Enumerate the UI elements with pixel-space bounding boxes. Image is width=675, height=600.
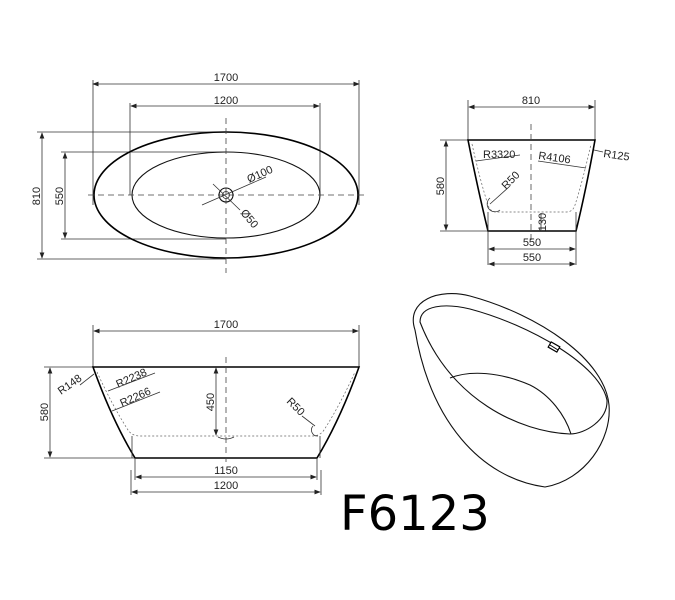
front-radius-rim-label: R148 xyxy=(56,373,84,398)
top-view: 1700 1200 810 550 Ø100 Ø50 xyxy=(31,72,365,273)
top-length-label: 1700 xyxy=(214,72,238,84)
drain-inner-label: Ø50 xyxy=(238,207,261,231)
radius-left-label: R3320 xyxy=(483,149,515,161)
top-width-label: 810 xyxy=(31,187,43,205)
front-height-label: 580 xyxy=(39,403,51,421)
side-width-label: 810 xyxy=(522,95,540,107)
side-view: 810 580 R3320 R4106 R125 R50 130 550 550 xyxy=(435,95,631,267)
base-width-outer-label: 550 xyxy=(523,252,541,264)
radius-bottom-label: R50 xyxy=(500,169,523,192)
inner-depth-label: 450 xyxy=(205,393,217,411)
tub-perspective-outer xyxy=(412,293,610,488)
radius-right-label: R4106 xyxy=(538,150,572,166)
front-length-label: 1700 xyxy=(214,319,238,331)
base-outer-label: 1200 xyxy=(214,480,238,492)
perspective-view xyxy=(412,293,610,488)
front-radius-bottom-label: R50 xyxy=(284,396,307,419)
top-inner-length-label: 1200 xyxy=(214,95,238,107)
top-inner-width-label: 550 xyxy=(54,187,66,205)
drain-outer-label: Ø100 xyxy=(245,164,274,186)
side-height-label: 580 xyxy=(435,177,447,195)
base-height-label: 130 xyxy=(537,213,549,231)
overflow-icon xyxy=(547,341,561,353)
base-width-inner-label: 550 xyxy=(523,237,541,249)
front-view: 1700 580 450 R148 R2238 R2266 R50 1150 1… xyxy=(39,319,361,495)
model-number: F6123 xyxy=(340,486,490,542)
drain-icon xyxy=(218,187,234,203)
base-inner-label: 1150 xyxy=(214,465,238,477)
radius-rim-label: R125 xyxy=(603,148,631,164)
